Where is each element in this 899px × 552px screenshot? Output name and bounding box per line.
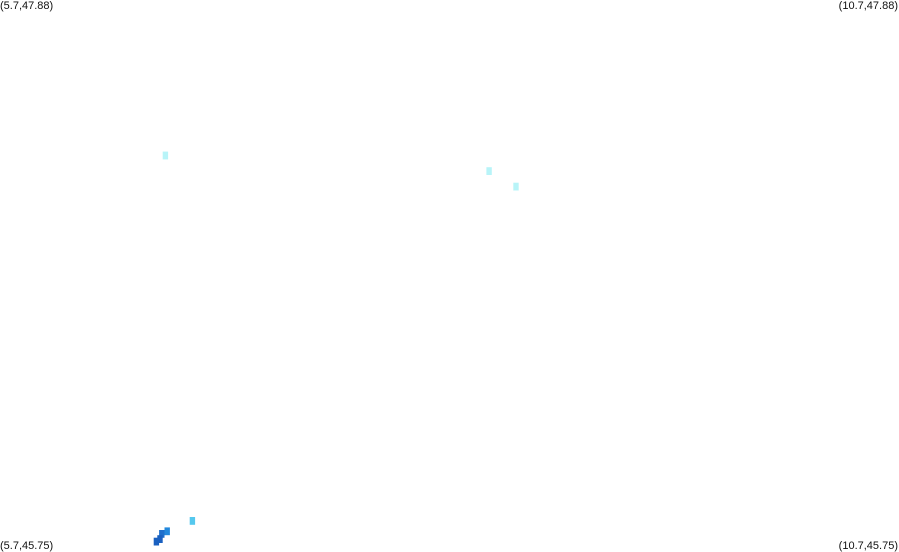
map-point-7	[157, 535, 163, 543]
map-point-1	[162, 151, 169, 160]
corner-coordinate-bottom-right: (10.7,45.75)	[838, 540, 898, 552]
map-point-5	[164, 527, 170, 536]
map-point-3	[513, 182, 519, 191]
corner-coordinate-top-left: (5.7,47.88)	[0, 0, 54, 12]
map-point-6	[159, 530, 165, 538]
corner-coordinate-top-right: (10.7,47.88)	[838, 0, 898, 12]
corner-coordinate-bottom-left: (5.7,45.75)	[0, 540, 54, 552]
map-point-4	[189, 517, 196, 525]
map-point-8	[153, 537, 160, 546]
map-point-2	[486, 167, 492, 175]
